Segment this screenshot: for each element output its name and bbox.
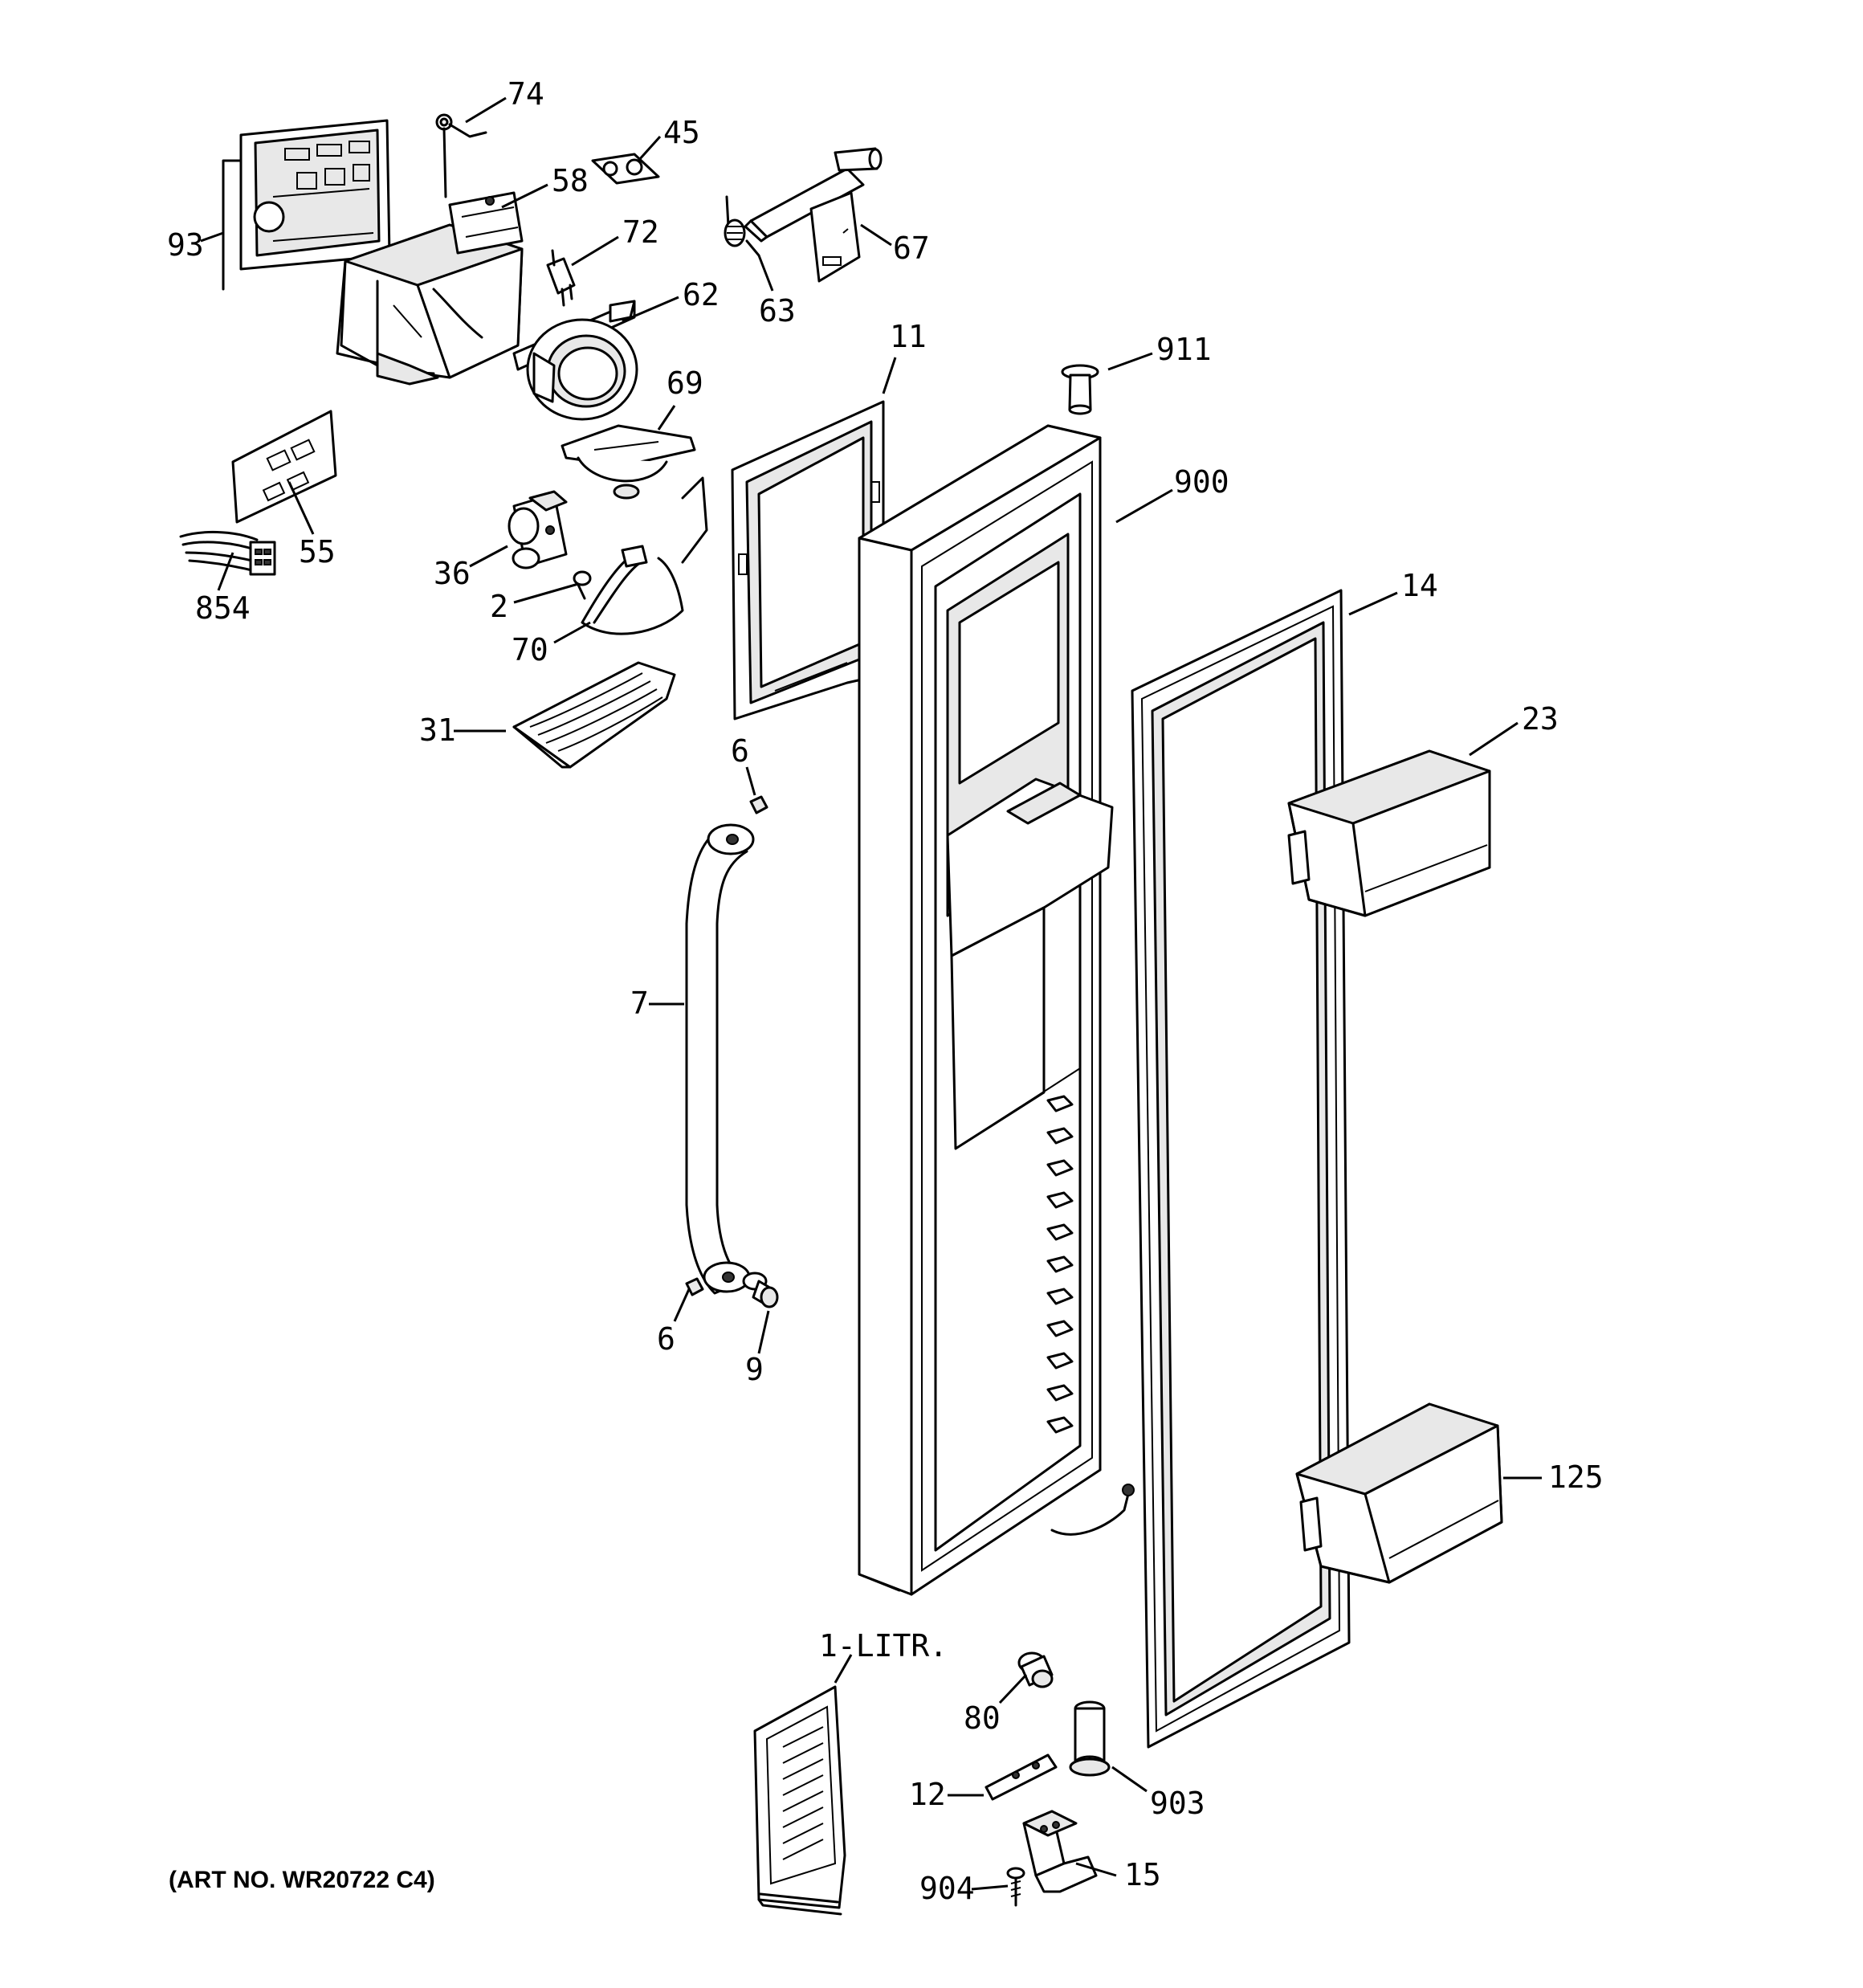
part-125-lower-bin [1295,1402,1503,1584]
callout-904: 904 [919,1871,975,1906]
part-63-spring [724,195,760,257]
part-2-screw [573,570,592,600]
callout-69: 69 [667,365,703,401]
callout-1-litr: 1-LITR. [819,1628,948,1663]
callout-15: 15 [1124,1857,1161,1892]
callout-45: 45 [663,115,700,150]
callout-74: 74 [508,76,544,112]
callout-11: 11 [890,319,927,354]
part-1-litr-manual [753,1685,846,1916]
callout-58: 58 [552,163,589,198]
callout-12: 12 [909,1777,946,1812]
part-74-spring [435,113,487,198]
leader-lines [200,96,1542,1891]
part-14-gasket [1131,589,1351,1749]
callout-labels: 93 74 45 58 72 67 63 62 11 911 69 55 900… [167,76,1604,1906]
part-6-nut-upper [749,795,768,814]
callout-900: 900 [1174,464,1229,500]
part-62-motor-ring [512,300,638,421]
part-70-lever [581,476,708,635]
callout-14: 14 [1401,568,1438,603]
callout-80: 80 [964,1700,1001,1736]
callout-911: 911 [1156,332,1212,367]
callout-67: 67 [893,231,930,266]
part-31-drip-tray [512,661,676,769]
door-bin-hooks [1046,1095,1074,1434]
callout-6-lower: 6 [657,1321,675,1357]
part-93-control-panel [222,119,391,291]
callout-125: 125 [1548,1459,1604,1495]
callout-854: 854 [195,590,251,626]
callout-70: 70 [512,632,548,667]
callout-62: 62 [683,277,720,312]
callout-9: 9 [745,1352,764,1387]
callout-6-upper: 6 [731,733,749,769]
part-12-shim [984,1753,1058,1801]
part-36-solenoid [508,490,568,569]
part-911-bushing [1061,364,1099,415]
part-69-funnel [561,424,696,500]
part-80-bushing [1017,1651,1054,1688]
part-854-wire-harness [179,530,276,576]
part-45-plate [591,153,660,185]
part-58-bracket [448,191,524,255]
part-904-screw [1006,1867,1025,1907]
callout-72: 72 [622,214,659,250]
callout-23: 23 [1522,701,1559,737]
part-11-recess-frame [731,400,885,720]
part-72-switch [546,249,576,307]
callout-36: 36 [434,556,471,591]
callout-93: 93 [167,227,204,263]
part-7-handle [685,823,755,1295]
callout-55: 55 [299,534,336,569]
dispenser-housing [336,223,524,386]
part-903-hinge-pin [1069,1700,1111,1777]
part-67-actuator [744,147,883,283]
part-9-stud [742,1272,779,1308]
callout-2: 2 [490,589,508,624]
callout-63: 63 [759,293,796,329]
callout-31: 31 [419,712,456,748]
part-55-board [231,410,337,524]
part-900-door [858,424,1135,1596]
callout-903: 903 [1150,1786,1205,1821]
part-23-upper-bin [1287,749,1491,917]
part-15-hinge [1022,1810,1098,1893]
part-6-nut-lower [685,1277,704,1296]
art-number: (ART NO. WR20722 C4) [169,1867,435,1893]
callout-7: 7 [630,986,649,1021]
